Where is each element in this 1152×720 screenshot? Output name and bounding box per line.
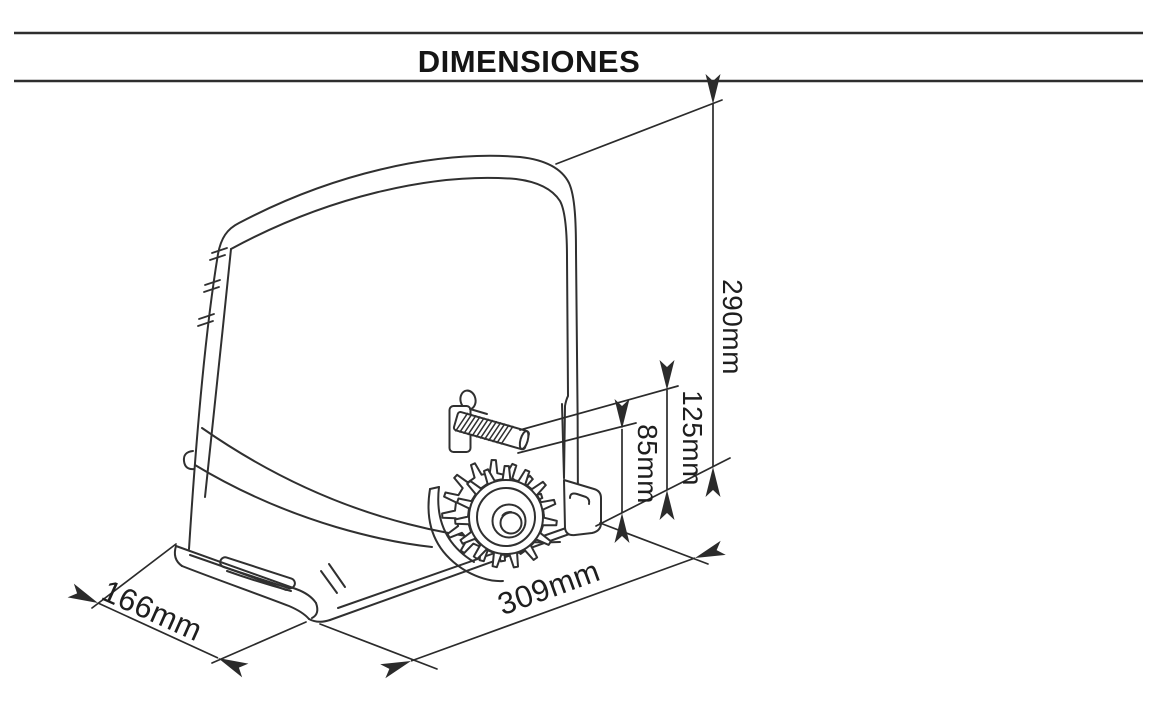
page-title: DIMENSIONES bbox=[417, 44, 641, 79]
vent-ticks bbox=[197, 247, 228, 327]
base-slot bbox=[219, 556, 296, 590]
dim-label-total-height: 290mm bbox=[717, 279, 748, 375]
dim-line-309 bbox=[380, 540, 726, 679]
dim-line-166 bbox=[67, 583, 249, 678]
dimension-lines bbox=[67, 74, 726, 679]
dim-label-upper-height: 125mm bbox=[677, 390, 708, 486]
worm-screw bbox=[448, 405, 530, 453]
dim-label-pinion-height: 85mm bbox=[632, 424, 663, 504]
header-rules bbox=[14, 31, 1143, 83]
foot-bracket bbox=[563, 479, 602, 537]
